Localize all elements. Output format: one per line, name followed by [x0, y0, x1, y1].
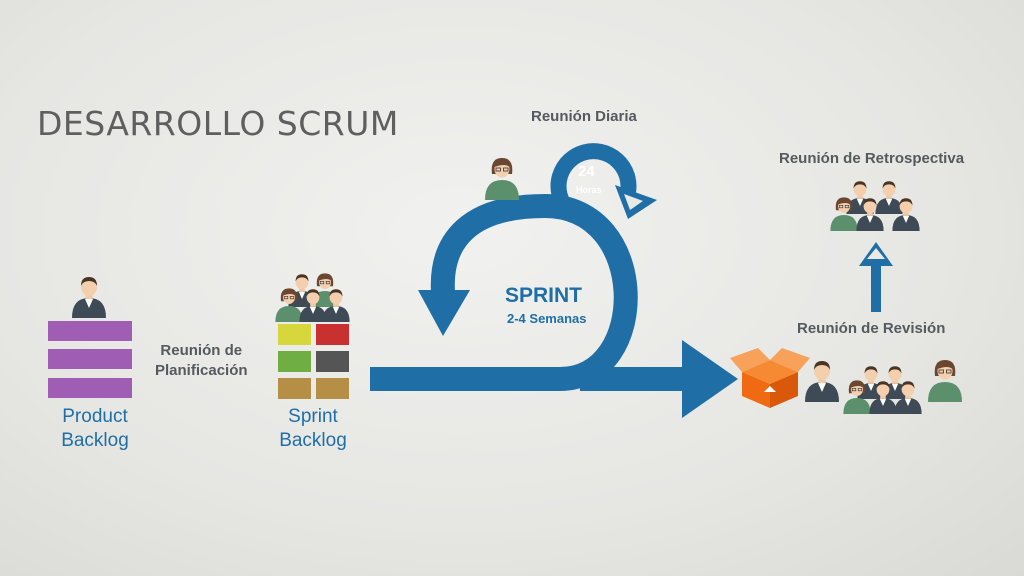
team-group-icon [275, 273, 350, 323]
scrum-master-review-icon [927, 359, 963, 403]
planning-label-line2: Planificación [155, 362, 248, 379]
planning-label-line1: Reunión de [160, 342, 243, 359]
product-owner-review-icon [805, 361, 839, 402]
sprint-backlog-grid [278, 324, 349, 399]
sprint-loop-arrowhead [418, 290, 470, 336]
flow-arrowhead [682, 340, 738, 418]
review-to-retro-arrow [859, 242, 893, 312]
product-owner-person-icon [72, 277, 106, 318]
product-backlog-label: Product Backlog [42, 405, 148, 453]
product-backlog-stack [48, 321, 132, 398]
planning-label: Reunión de Planificación [155, 341, 248, 381]
review-label: Reunión de Revisión [797, 320, 946, 337]
daily-meeting-label: Reunión Diaria [531, 108, 637, 125]
sprint-flow-arrow [370, 193, 738, 418]
daily-loop-arrow [550, 143, 657, 219]
retrospective-people-icon [830, 181, 920, 232]
retrospective-label: Reunión de Retrospectiva [779, 150, 965, 167]
product-backlog-label-line1: Product [62, 406, 128, 427]
product-backlog-label-line2: Backlog [61, 430, 129, 451]
sprint-backlog-label: Sprint Backlog [265, 405, 361, 453]
open-box-icon [730, 348, 810, 408]
sprint-backlog-label-line1: Sprint [288, 406, 338, 427]
diagram-title: DESARROLLO SCRUM [37, 104, 399, 143]
scrum-master-person-icon [484, 157, 520, 201]
hours-unit: Horas [576, 185, 602, 195]
sprint-duration-label: 2-4 Semanas [507, 311, 587, 326]
sprint-label: SPRINT [505, 284, 583, 307]
team-review-icon [843, 366, 922, 415]
sprint-backlog-label-line2: Backlog [279, 430, 347, 451]
hours-value: 24 [578, 163, 595, 180]
